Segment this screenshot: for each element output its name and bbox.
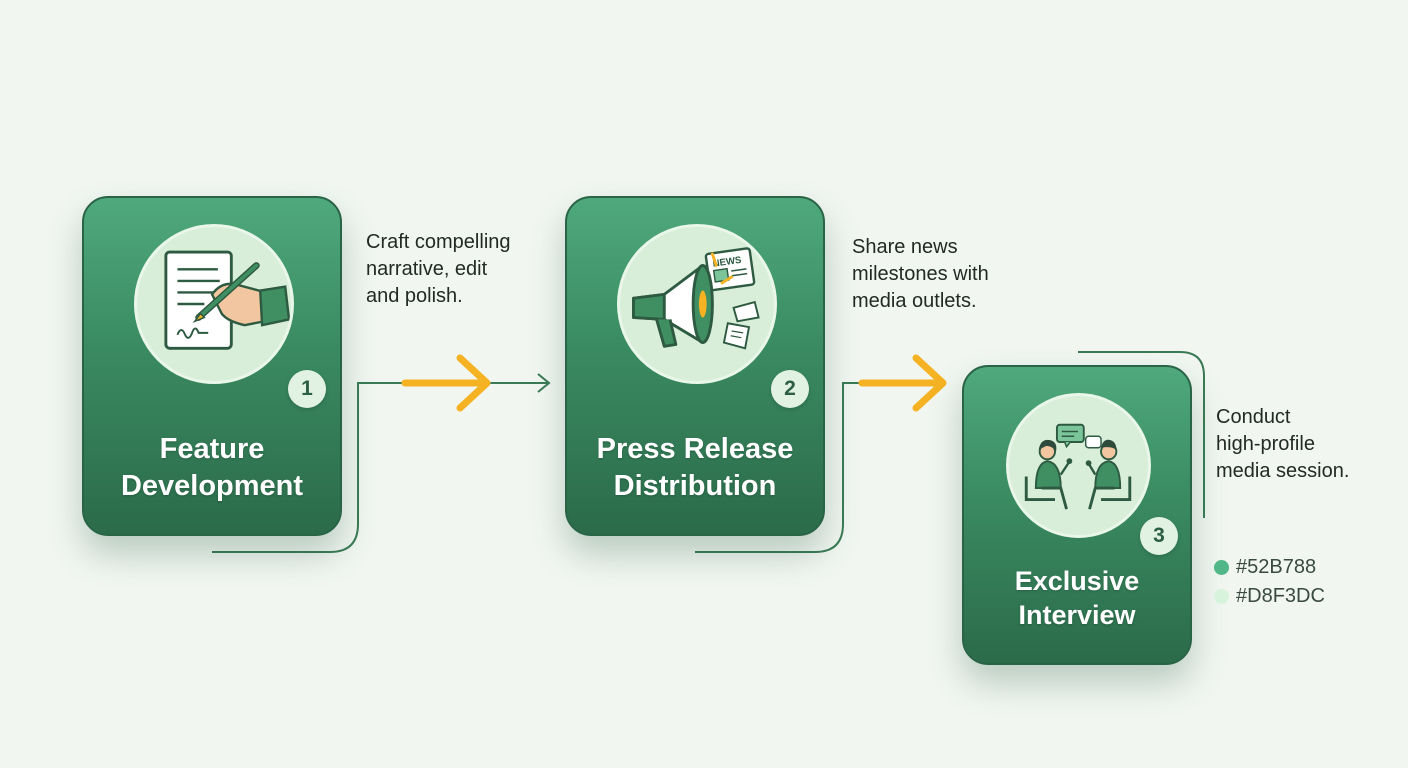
yellow-arrow-2 [858,354,947,412]
description-line: high-profile [1216,433,1315,455]
step-title-line: Distribution [613,470,777,502]
description-line: and polish. [366,285,463,307]
step-description: Share news milestones with media outlets… [852,234,989,315]
hand-signing-document-icon [134,224,294,384]
step-number-badge: 1 [288,370,326,408]
connector-line-3 [1078,351,1205,518]
description-line: Share news [852,236,958,258]
step-title-line: Exclusive [1014,566,1140,596]
step-title: Exclusive Interview [964,564,1190,632]
step-description: Conduct high-profile media session. [1216,404,1349,485]
connector-line-2 [695,382,860,553]
step-title: Press Release Distribution [567,431,823,505]
description-line: narrative, edit [366,258,488,280]
step-title-line: Interview [1018,600,1136,630]
description-line: media outlets. [852,290,977,312]
step-card-exclusive-interview: 3 Exclusive Interview [962,365,1192,665]
step-description: Craft compelling narrative, edit and pol… [366,229,511,310]
connector-line-1 [212,382,548,553]
step-card-press-release-distribution: NEWS 2 Press Release Distribution [565,196,825,536]
news-label: NEWS [712,255,743,270]
description-line: Craft compelling [366,231,511,253]
step-number-badge: 2 [771,370,809,408]
step-card-feature-development: 1 Feature Development [82,196,342,536]
legend-item: #52B788 [1214,553,1325,582]
legend-item: #D8F3DC [1214,582,1325,611]
megaphone-news-icon: NEWS [617,224,777,384]
color-swatch [1214,560,1229,575]
legend-label: #D8F3DC [1236,585,1325,607]
color-legend: #52B788 #D8F3DC [1214,553,1325,611]
color-swatch [1214,589,1229,604]
description-line: Conduct [1216,406,1291,428]
description-line: media session. [1216,460,1350,482]
step-number-badge: 3 [1140,517,1178,555]
legend-label: #52B788 [1236,556,1317,578]
yellow-arrow-1 [401,354,491,412]
step-title-line: Feature [159,433,265,465]
step-title: Feature Development [84,431,340,505]
step-title-line: Press Release [596,433,794,465]
description-line: milestones with [852,263,989,285]
interview-people-icon [1006,393,1151,538]
connector-arrowhead-1 [537,373,551,393]
step-title-line: Development [120,470,304,502]
